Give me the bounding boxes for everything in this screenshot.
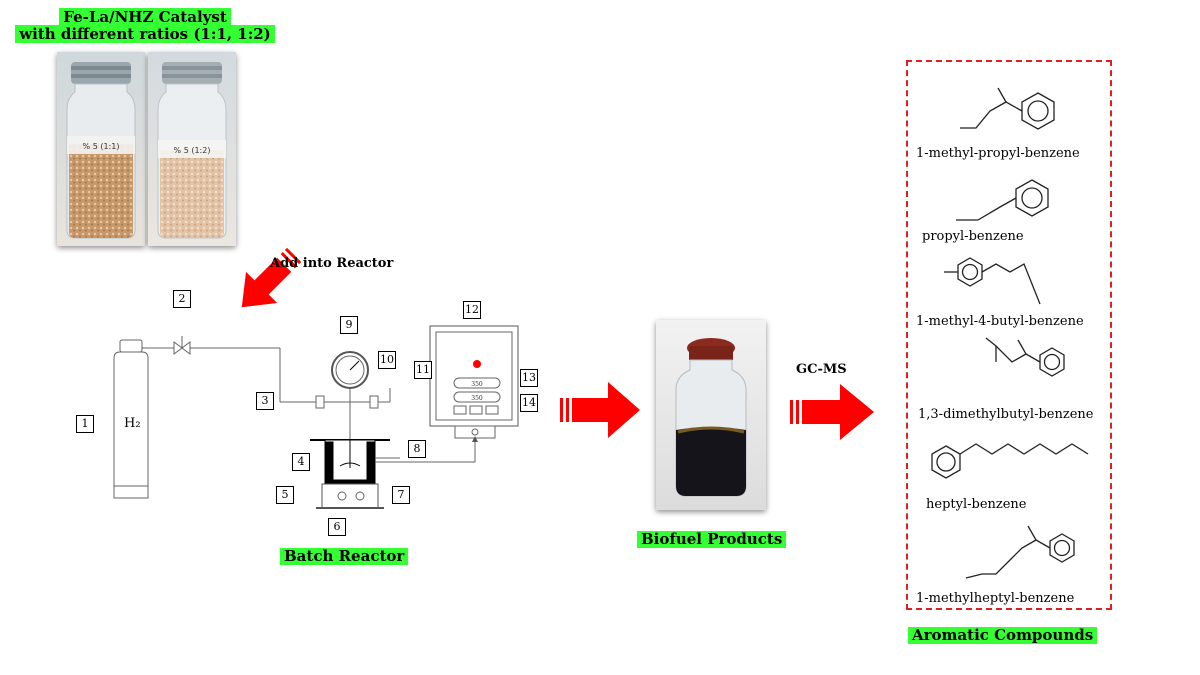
compound-name-5: heptyl-benzene <box>926 497 1027 512</box>
display-value-2: 350 <box>471 395 483 402</box>
reactor-label-1: 1 <box>76 415 94 433</box>
reactor-label-10: 10 <box>378 351 396 369</box>
reactor-label-7: 7 <box>392 486 410 504</box>
svg-text:% 5 (1:1): % 5 (1:1) <box>83 142 120 151</box>
aromatic-compounds-box <box>906 60 1112 610</box>
aromatic-compounds-label: Aromatic Compounds <box>908 627 1098 644</box>
batch-reactor-label: Batch Reactor <box>280 548 409 565</box>
compound-name-1: 1-methyl-propyl-benzene <box>916 146 1080 161</box>
reactor-label-9: 9 <box>340 316 358 334</box>
reactor-label-13: 13 <box>520 369 538 387</box>
reactor-label-4: 4 <box>292 453 310 471</box>
arrow-to-products <box>560 382 640 438</box>
compound-name-6: 1-methylheptyl-benzene <box>916 591 1075 606</box>
add-into-reactor-label: Add into Reactor <box>270 256 394 271</box>
reactor-label-11: 11 <box>414 361 432 379</box>
compound-name-4: 1,3-dimethylbutyl-benzene <box>918 407 1094 422</box>
aromatic-structures <box>931 87 1089 579</box>
biofuel-photo <box>656 320 766 510</box>
display-value-1: 350 <box>471 381 483 388</box>
reactor-label-12: 12 <box>463 301 481 319</box>
gc-ms-arrow <box>790 384 874 440</box>
reactor-label-8: 8 <box>408 440 426 458</box>
h2-label: H₂ <box>124 416 141 431</box>
svg-text:% 5 (1:2): % 5 (1:2) <box>174 146 211 155</box>
catalyst-title-line2: with different ratios (1:1, 1:2) <box>15 25 275 43</box>
biofuel-products-label: Biofuel Products <box>637 531 787 548</box>
catalyst-title-line1: Fe-La/NHZ Catalyst <box>59 8 231 26</box>
reactor-label-6: 6 <box>328 518 346 536</box>
compound-name-3: 1-methyl-4-butyl-benzene <box>916 314 1084 329</box>
compound-name-2: propyl-benzene <box>922 229 1024 244</box>
add-into-reactor-arrow <box>241 247 302 308</box>
reactor-label-2: 2 <box>173 290 191 308</box>
reactor-label-3: 3 <box>256 392 274 410</box>
reactor-label-5: 5 <box>276 486 294 504</box>
reactor-schematic: 350 350 <box>113 325 519 509</box>
gc-ms-label: GC-MS <box>796 362 847 377</box>
catalyst-photo-1-1: % 5 (1:1) <box>57 52 145 246</box>
reactor-label-14: 14 <box>520 394 538 412</box>
catalyst-photo-1-2: % 5 (1:2) <box>148 52 236 246</box>
catalyst-title: Fe-La/NHZ Catalyst with different ratios… <box>10 8 280 43</box>
